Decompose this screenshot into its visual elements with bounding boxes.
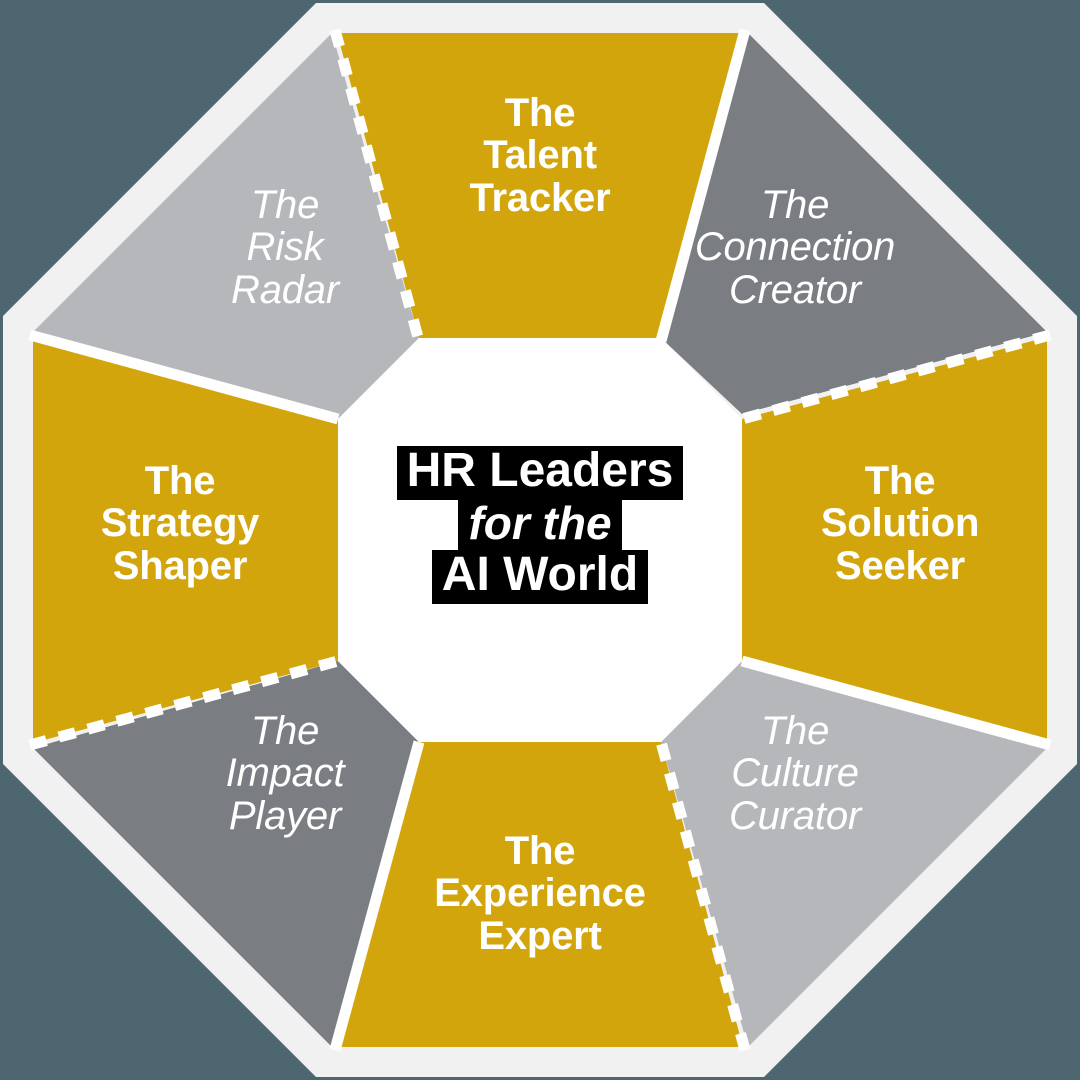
wedge-bottom-left[interactable] xyxy=(33,661,419,1047)
wedge-top-right[interactable] xyxy=(661,33,1047,414)
divider-dashed-left-bottom xyxy=(28,655,340,751)
wedge-right[interactable] xyxy=(742,337,1047,743)
wedge-group xyxy=(33,33,1047,1047)
wedge-top[interactable] xyxy=(337,33,743,338)
divider-solid-left-top xyxy=(28,329,340,425)
wedge-left[interactable] xyxy=(33,337,338,743)
divider-solid-top-right xyxy=(655,28,751,343)
divider-dashed-right-top xyxy=(740,329,1052,425)
wedge-top-left[interactable] xyxy=(33,33,419,419)
wedge-bottom[interactable] xyxy=(337,742,743,1047)
wedge-bottom-right[interactable] xyxy=(661,661,1047,1047)
divider-dashed-top-left xyxy=(329,28,425,343)
divider-solid-right-bottom xyxy=(740,655,1052,751)
divider-group-solid xyxy=(28,28,1052,1052)
divider-dashed-bottom-right xyxy=(655,740,751,1052)
center-hub-shape xyxy=(338,338,742,742)
divider-solid-bottom-left xyxy=(329,740,425,1052)
divider-group-dashed xyxy=(28,28,1052,1052)
